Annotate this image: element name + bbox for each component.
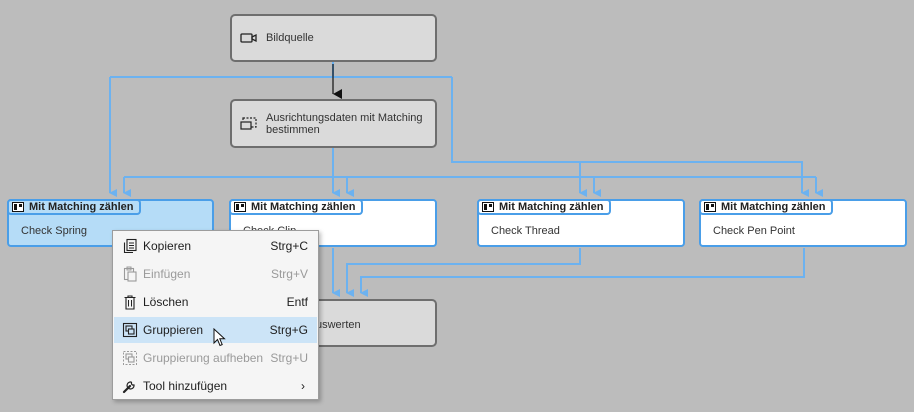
menu-item-shortcut: Entf bbox=[286, 295, 308, 309]
tool-type-tag: Mit Matching zählen bbox=[699, 199, 833, 215]
menu-item-ungroup[interactable]: Gruppierung aufheben Strg+U bbox=[114, 345, 317, 371]
menu-item-delete[interactable]: Löschen Entf bbox=[114, 289, 317, 315]
tool-check-pen-point[interactable]: Mit Matching zählen Check Pen Point bbox=[699, 199, 907, 247]
menu-item-label: Kopieren bbox=[143, 239, 192, 253]
node-alignment[interactable]: Ausrichtungsdaten mit Matching bestimmen bbox=[230, 99, 437, 148]
menu-item-label: Gruppierung aufheben bbox=[143, 351, 264, 365]
menu-item-shortcut: Strg+C bbox=[270, 239, 308, 253]
tool-type-tag: Mit Matching zählen bbox=[229, 199, 363, 215]
matching-count-icon bbox=[482, 202, 494, 212]
group-icon bbox=[122, 322, 138, 338]
tool-type-label: Mit Matching zählen bbox=[251, 201, 356, 213]
menu-item-paste[interactable]: Einfügen Strg+V bbox=[114, 261, 317, 287]
matching-count-icon bbox=[234, 202, 246, 212]
tool-type-label: Mit Matching zählen bbox=[499, 201, 604, 213]
node-label-line2: bestimmen bbox=[266, 123, 320, 136]
menu-item-shortcut: Strg+V bbox=[270, 267, 308, 281]
node-label: Bildquelle bbox=[266, 32, 314, 44]
node-image-source[interactable]: Bildquelle bbox=[230, 14, 437, 62]
matching-count-icon bbox=[704, 202, 716, 212]
menu-item-label: Löschen bbox=[143, 295, 189, 309]
tool-check-spring[interactable]: Mit Matching zählen Check Spring bbox=[7, 199, 214, 247]
trash-icon bbox=[124, 295, 136, 310]
menu-item-add-tool[interactable]: Tool hinzufügen › bbox=[114, 373, 317, 399]
camera-icon bbox=[240, 33, 257, 43]
menu-item-shortcut: Strg+G bbox=[269, 323, 308, 337]
tool-name: Check Spring bbox=[21, 225, 88, 237]
paste-icon bbox=[123, 266, 137, 282]
wrench-icon bbox=[122, 381, 135, 394]
tool-name: Check Pen Point bbox=[713, 225, 795, 237]
tool-type-tag: Mit Matching zählen bbox=[7, 199, 141, 215]
menu-item-label: Tool hinzufügen bbox=[143, 379, 228, 393]
menu-item-label: Gruppieren bbox=[143, 323, 204, 337]
tool-type-label: Mit Matching zählen bbox=[721, 201, 826, 213]
node-label-line1: Ausrichtungsdaten mit Matching bbox=[266, 111, 423, 124]
copy-icon bbox=[123, 238, 137, 254]
tool-name: Check Thread bbox=[491, 225, 560, 237]
node-label: uswerten bbox=[316, 319, 361, 331]
chevron-right-icon: › bbox=[301, 379, 305, 393]
tool-check-thread[interactable]: Mit Matching zählen Check Thread bbox=[477, 199, 685, 247]
menu-item-copy[interactable]: Kopieren Strg+C bbox=[114, 233, 317, 259]
menu-item-shortcut: Strg+U bbox=[270, 351, 308, 365]
menu-item-label: Einfügen bbox=[143, 267, 191, 281]
tool-type-tag: Mit Matching zählen bbox=[477, 199, 611, 215]
tool-type-label: Mit Matching zählen bbox=[29, 201, 134, 213]
mouse-pointer-icon bbox=[213, 328, 226, 347]
context-menu[interactable]: Kopieren Strg+C Einfügen Strg+V Löschen … bbox=[112, 230, 319, 400]
ungroup-icon bbox=[123, 351, 137, 365]
alignment-icon bbox=[240, 116, 257, 130]
matching-count-icon bbox=[12, 202, 24, 212]
